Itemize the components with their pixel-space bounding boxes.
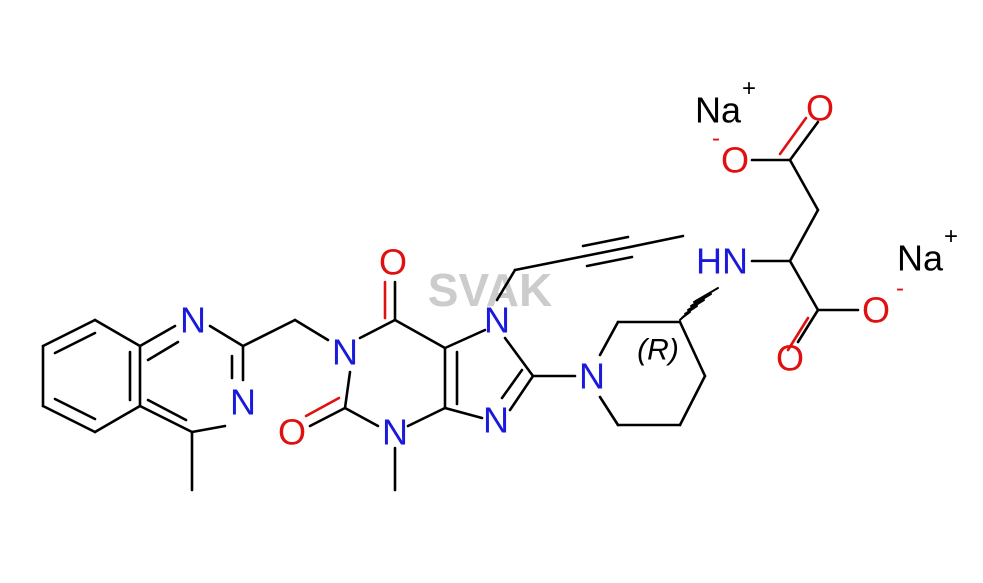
- charge-minus-top: -: [712, 125, 720, 152]
- hashed-wedge-bond: [679, 287, 719, 321]
- xanthine-core: [304, 234, 685, 492]
- sodium-ion-2: Na: [897, 238, 944, 279]
- atom-n7-purine: N: [484, 300, 510, 341]
- atom-o-top-carbonyl: O: [806, 88, 834, 129]
- watermark: SVAK: [428, 264, 552, 316]
- atom-n3-purine: N: [382, 412, 408, 453]
- piperidine-ring: [598, 287, 719, 427]
- charge-minus-bottom: -: [896, 275, 904, 302]
- atom-o-bottom-carbonyl: O: [776, 338, 804, 379]
- stereo-descriptor: (R): [637, 334, 679, 367]
- sodium-ion-1: Na: [695, 90, 742, 131]
- atom-o-c2: O: [278, 412, 306, 453]
- charge-plus-na-1: +: [742, 75, 756, 102]
- atom-nh-amine: HN: [696, 241, 748, 282]
- aspartate-fragment: [750, 116, 860, 352]
- atom-n-quinazoline-bottom: N: [230, 382, 256, 423]
- charge-plus-na-2: +: [944, 223, 958, 250]
- atom-n1-purine: N: [332, 332, 358, 373]
- atom-n-piperidine: N: [579, 356, 605, 397]
- atom-n9-purine: N: [483, 400, 509, 441]
- atom-o-bottom-anion: O: [862, 290, 890, 331]
- atom-n-quinazoline-top: N: [180, 300, 206, 341]
- atom-o-c6: O: [379, 242, 407, 283]
- quinazoline-ring: [41, 318, 330, 492]
- atom-o-top-anion: O: [721, 140, 749, 181]
